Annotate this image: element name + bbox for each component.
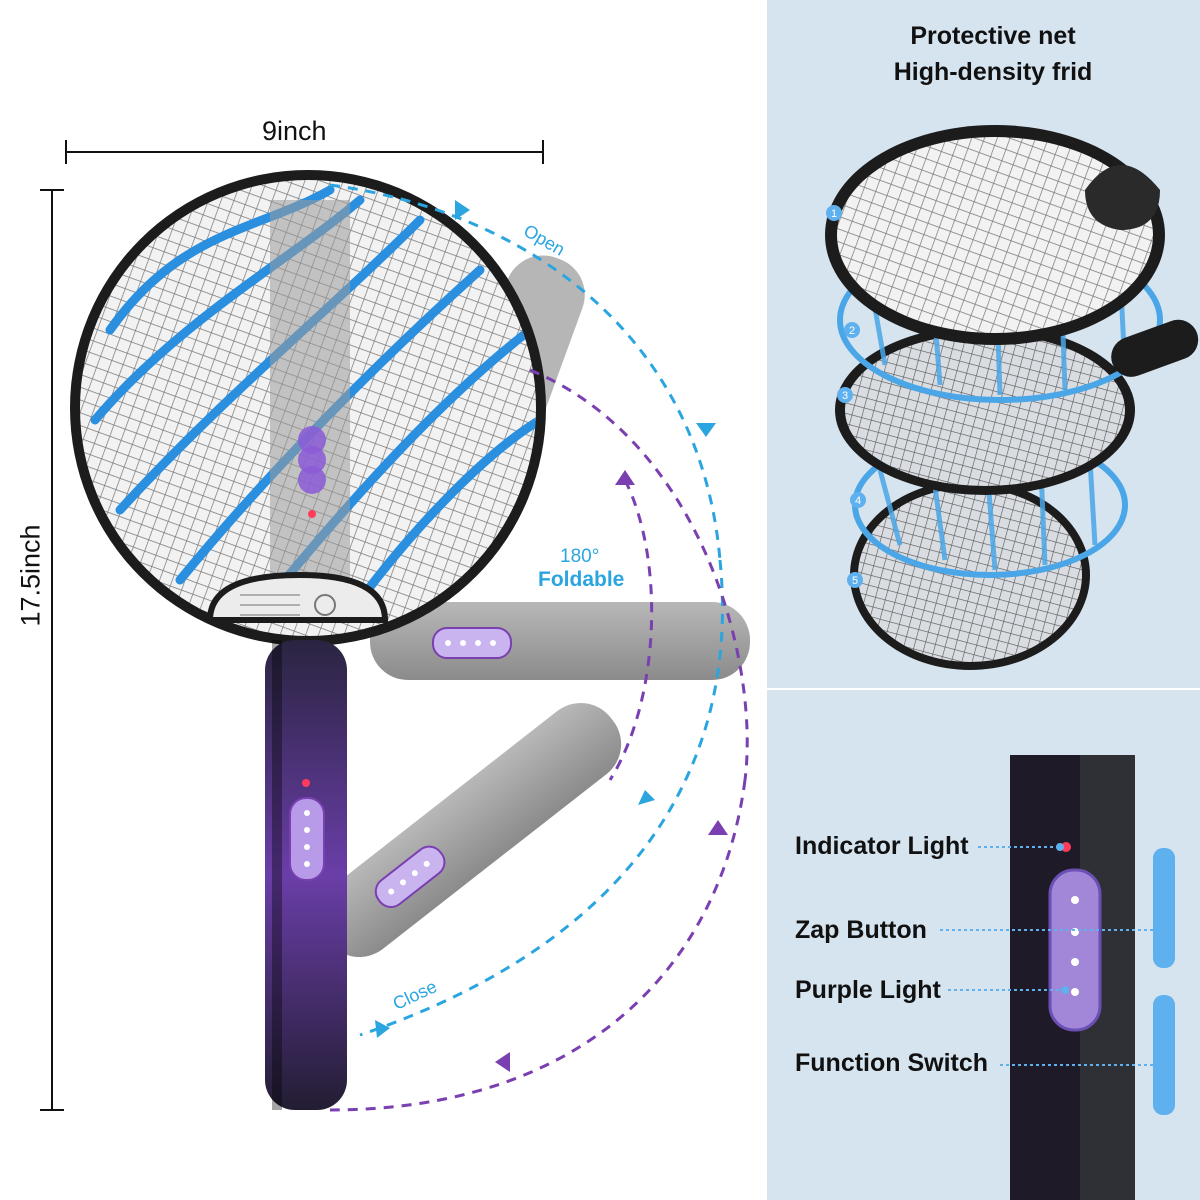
net-layer-1	[825, 125, 1165, 345]
arc-arrowheads	[375, 200, 728, 1072]
fold-angle-label: 180°	[560, 546, 600, 567]
function-switch-label: Function Switch	[795, 1049, 989, 1077]
height-dimension-line	[40, 189, 64, 1111]
callout-dots	[1056, 843, 1164, 1069]
close-arc	[329, 368, 749, 1112]
net-layer-3	[835, 325, 1135, 495]
callout-lines	[940, 846, 1160, 1066]
panel-divider	[767, 688, 1200, 690]
racket-head	[70, 170, 546, 646]
zap-button-label: Zap Button	[795, 916, 927, 944]
width-label: 9inch	[262, 116, 327, 146]
main-handle	[265, 640, 347, 1110]
handle-closeup	[1010, 755, 1175, 1200]
width-dimension-line	[65, 140, 544, 164]
ghost-handle-diagonal	[318, 703, 622, 957]
foldable-label: Foldable	[538, 568, 625, 591]
svg-text:5: 5	[852, 575, 858, 587]
svg-text:4: 4	[855, 495, 861, 507]
ghost-handle-horizontal	[370, 602, 750, 680]
svg-text:1: 1	[831, 208, 837, 220]
layer-number-badges: 1 2 3 4 5	[826, 205, 866, 588]
purple-light-label: Purple Light	[795, 976, 941, 1004]
net-title-line1: Protective net	[910, 22, 1076, 50]
height-label: 17.5inch	[15, 524, 46, 627]
open-arc	[329, 183, 724, 1037]
svg-text:2: 2	[849, 325, 855, 337]
svg-text:3: 3	[842, 390, 848, 402]
net-title-line2: High-density frid	[893, 58, 1093, 86]
indicator-light-label: Indicator Light	[795, 832, 969, 860]
net-handle-stub	[1111, 319, 1199, 377]
